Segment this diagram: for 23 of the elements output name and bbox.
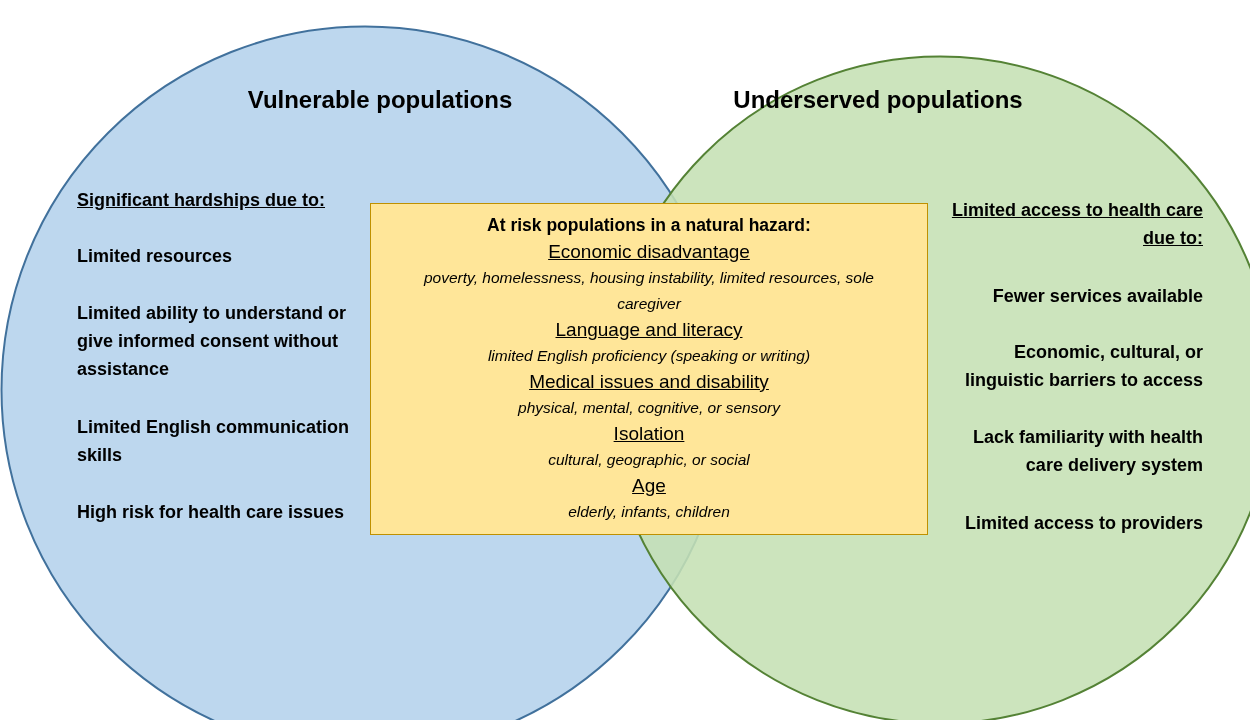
category-description: limited English proficiency (speaking or writing)	[486, 346, 812, 366]
category-heading: Age	[631, 474, 667, 498]
box-heading: At risk populations in a natural hazard:	[486, 214, 812, 237]
category-heading: Medical issues and disability	[528, 370, 770, 394]
category-description: elderly, infants, children	[567, 502, 731, 522]
list-item: Limited access to providers	[963, 512, 1203, 535]
list-item: Lack familiarity with health care delivery system	[971, 426, 1203, 477]
category-description: poverty, homelessness, housing instability, limited resources, sole caregiver	[422, 268, 875, 314]
list-item: Limited resources	[77, 245, 234, 268]
list-item: Economic, cultural, or linguistic barriers to access	[963, 341, 1203, 392]
list-item: Fewer services available	[991, 285, 1203, 308]
section-heading: Significant hardships due to:	[77, 189, 326, 212]
info-box	[370, 203, 928, 535]
list-item: High risk for health care issues	[77, 501, 346, 524]
category-heading: Isolation	[612, 422, 686, 446]
circle-heading: Vulnerable populations	[247, 86, 513, 114]
category-heading: Language and literacy	[554, 318, 744, 342]
category-description: physical, mental, cognitive, or sensory	[516, 398, 782, 418]
list-item: Limited English communication skills	[77, 416, 351, 467]
category-heading: Economic disadvantage	[547, 240, 751, 264]
category-description: cultural, geographic, or social	[547, 450, 751, 470]
list-item: Limited ability to understand or give informed consent without assistance	[77, 302, 347, 381]
section-heading: Limited access to health care due to:	[950, 199, 1203, 250]
